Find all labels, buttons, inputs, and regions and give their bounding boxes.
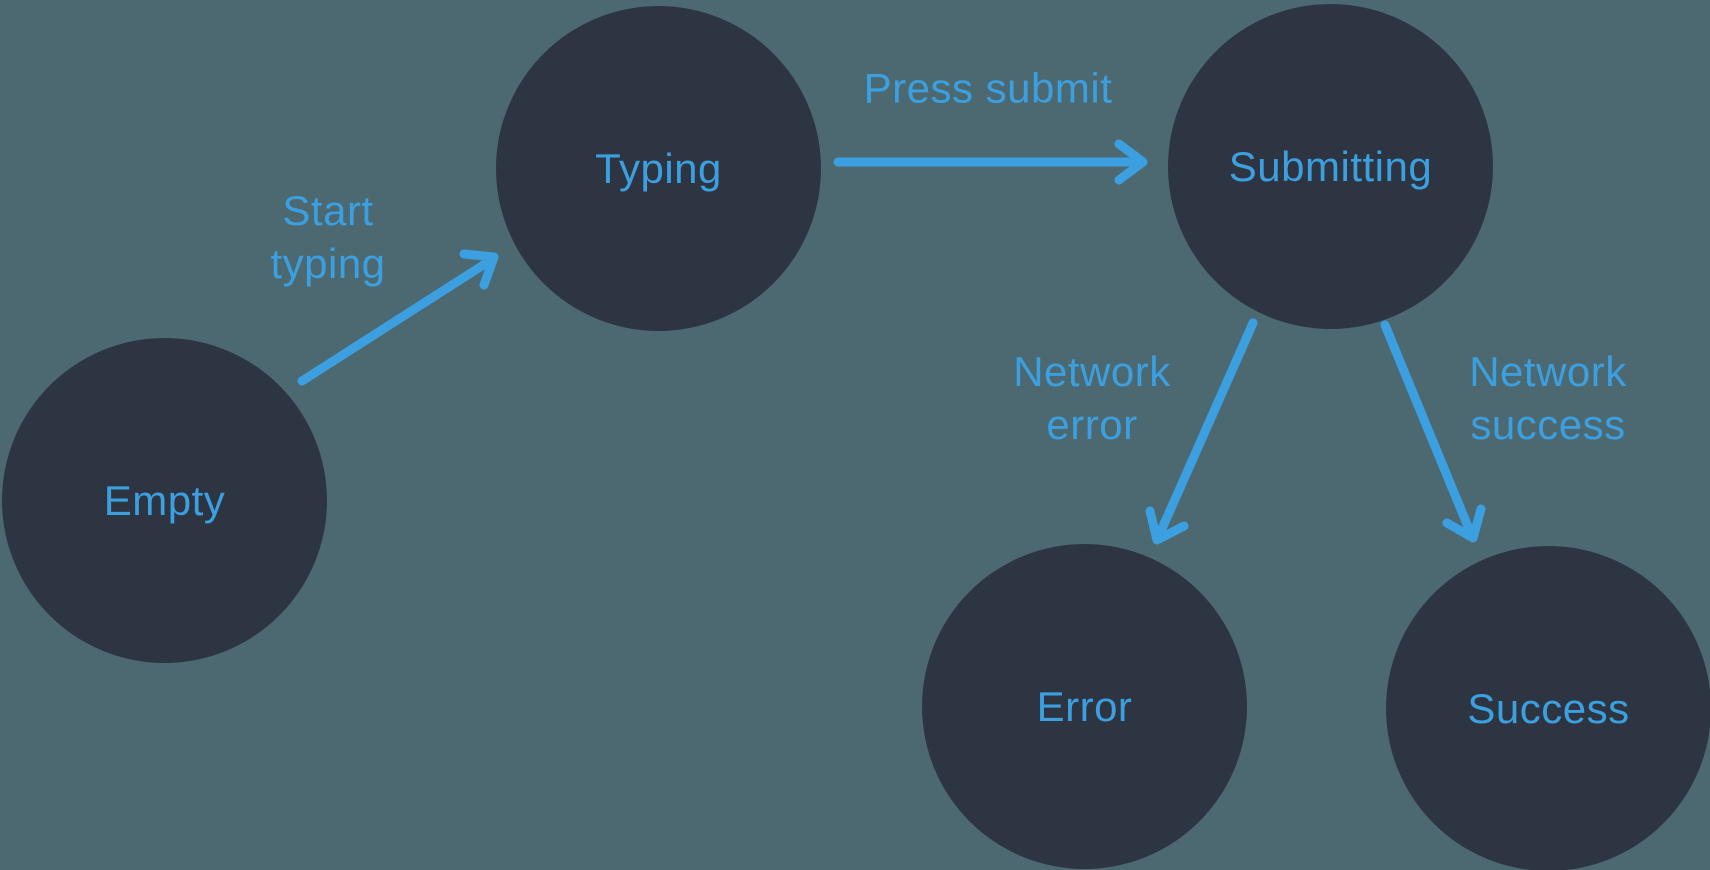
arrowhead-icon (1442, 504, 1486, 543)
transition-label-network-success: Network success (1469, 345, 1627, 451)
transition-arrow-press-submit (833, 139, 1148, 185)
transition-label-line: Start (282, 187, 374, 234)
arrowhead-icon (1114, 139, 1148, 185)
transition-label-network-error: Network error (1013, 345, 1171, 451)
transition-label-line: Network (1013, 348, 1171, 395)
state-node-label: Error (1036, 682, 1133, 730)
transition-label-line: Press submit (863, 64, 1113, 112)
transition-label-line: Network (1469, 348, 1627, 395)
state-node-label: Submitting (1228, 142, 1433, 190)
state-node-success: Success (1386, 546, 1710, 870)
state-node-empty: Empty (2, 338, 327, 663)
state-node-error: Error (922, 544, 1247, 869)
state-node-typing: Typing (496, 6, 821, 331)
state-node-label: Success (1467, 684, 1630, 732)
arrow-shaft (1156, 318, 1258, 536)
state-node-label: Empty (103, 476, 226, 524)
state-node-submitting: Submitting (1168, 4, 1493, 329)
arrow-shaft (1380, 320, 1474, 534)
arrowhead-icon (1145, 506, 1189, 545)
arrowhead-icon (459, 249, 499, 290)
transition-label-line: typing (270, 240, 386, 287)
state-node-label: Typing (595, 144, 722, 192)
transition-label-line: success (1470, 401, 1626, 448)
transition-label-line: error (1046, 401, 1138, 448)
transition-arrow-network-success (1380, 320, 1486, 543)
transition-label-press-submit: Press submit (864, 62, 1113, 115)
transition-label-start-typing: Start typing (270, 184, 385, 290)
